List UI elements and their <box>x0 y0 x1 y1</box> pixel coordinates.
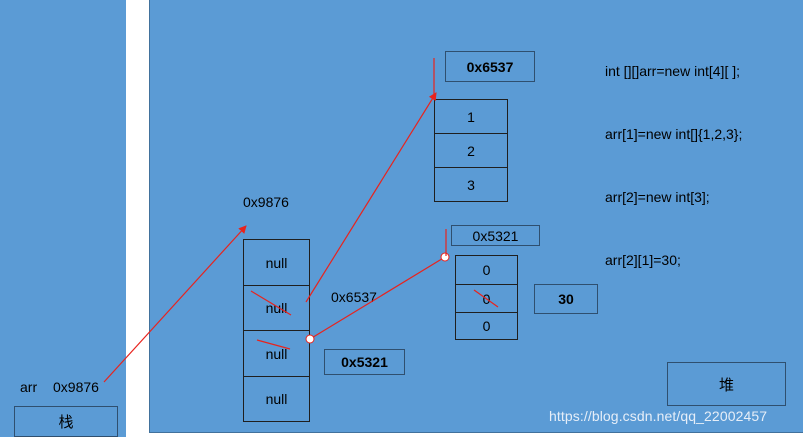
code-line: arr[2]=new int[3]; <box>605 189 710 205</box>
code-line: int [][]arr=new int[4][ ]; <box>605 63 741 79</box>
stack-caption: 栈 <box>14 406 118 437</box>
outer-array-cell: null <box>243 376 310 422</box>
stack-panel <box>0 0 126 437</box>
stack-var-name: arr <box>20 379 38 395</box>
stack-var-value: 0x9876 <box>53 379 99 395</box>
array-two-pointer-label: 0x5321 <box>324 349 405 375</box>
outer-array-cell: null <box>243 330 310 377</box>
assigned-value-box: 30 <box>534 284 598 314</box>
outer-array-cell: null <box>243 285 310 331</box>
array-two-cell: 0 <box>455 255 518 285</box>
array-two-cell: 0 <box>455 312 518 340</box>
array-two-cell: 0 <box>455 284 518 313</box>
array-one-cell: 3 <box>434 167 508 202</box>
watermark: https://blog.csdn.net/qq_22002457 <box>549 408 768 424</box>
heap-caption: 堆 <box>667 362 786 406</box>
array-one-cell: 2 <box>434 133 508 168</box>
code-line: arr[2][1]=30; <box>605 252 681 268</box>
code-snippet: int [][]arr=new int[4][ ]; arr[1]=new in… <box>605 19 742 292</box>
array-one-address-box: 0x6537 <box>445 51 535 82</box>
outer-array-address: 0x9876 <box>243 194 289 210</box>
array-one-pointer-label: 0x6537 <box>331 289 377 305</box>
outer-array-cell: null <box>243 239 310 286</box>
code-line: arr[1]=new int[]{1,2,3}; <box>605 126 743 142</box>
array-two-address-box: 0x5321 <box>451 225 540 246</box>
array-one-cell: 1 <box>434 99 508 134</box>
